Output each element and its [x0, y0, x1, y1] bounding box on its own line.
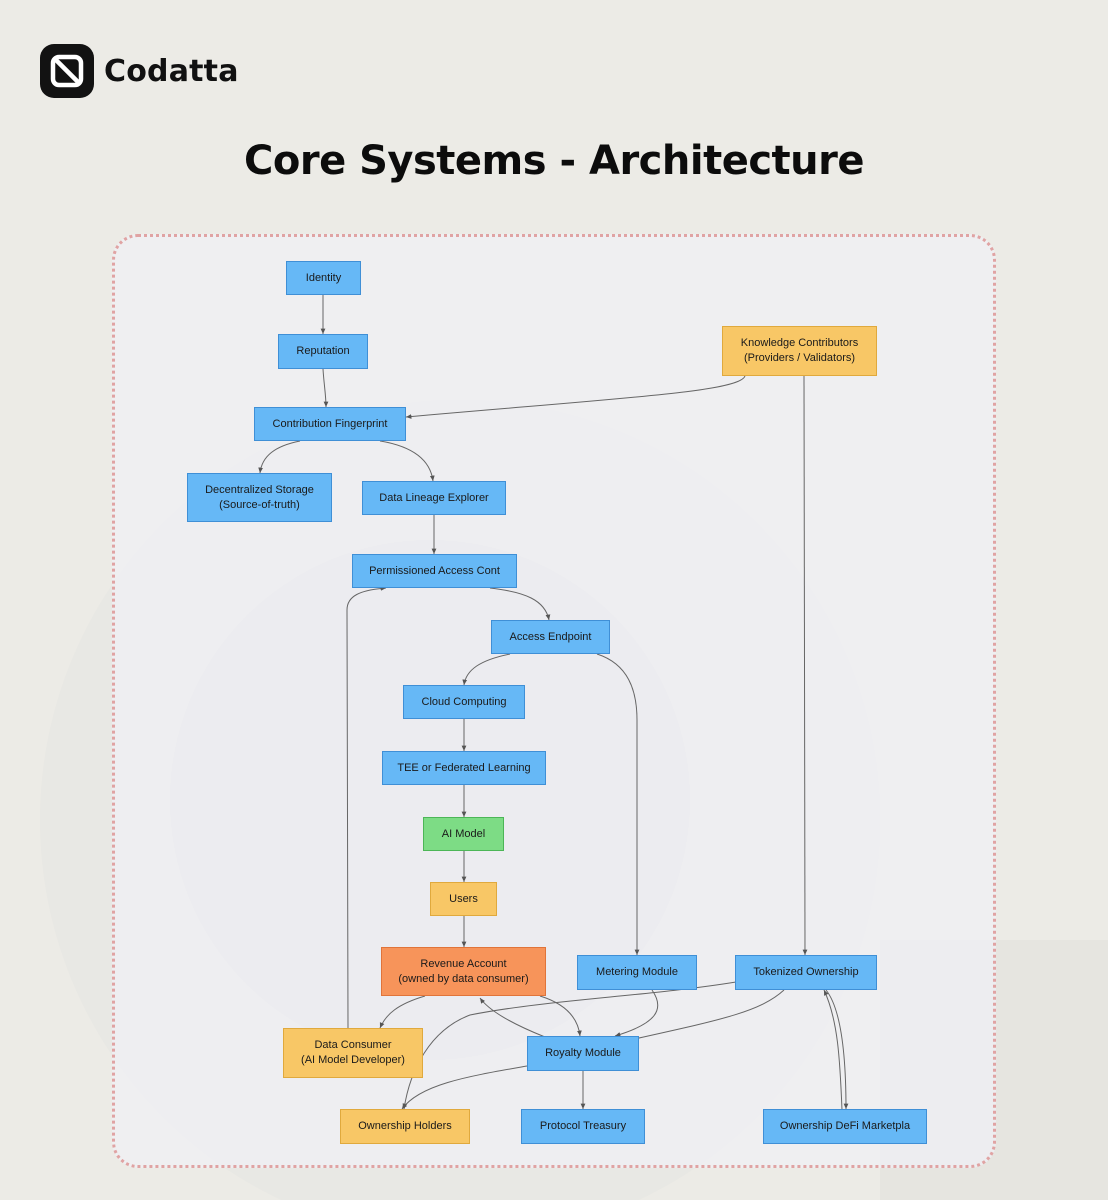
edge-defi-tokenized [823, 989, 843, 1111]
edge-metering-royalty [614, 989, 659, 1037]
edge-revenue-royalty [539, 995, 582, 1037]
brand-name: Codatta [104, 53, 239, 89]
node-permissioned-access[interactable]: Permissioned Access Cont [352, 554, 517, 588]
node-contribution-fingerprint[interactable]: Contribution Fingerprint [254, 407, 406, 441]
edge-royalty-holders [401, 1065, 528, 1110]
edge-royalty-revenue [479, 997, 546, 1038]
node-ai-model[interactable]: AI Model [423, 817, 504, 851]
node-metering-module[interactable]: Metering Module [577, 955, 697, 990]
node-users[interactable]: Users [430, 882, 497, 916]
node-identity[interactable]: Identity [286, 261, 361, 295]
edge-reputation-fingerprint [322, 368, 329, 408]
node-data-lineage-explorer[interactable]: Data Lineage Explorer [362, 481, 506, 515]
codatta-logo-icon [40, 44, 94, 98]
architecture-panel [112, 234, 996, 1168]
edge-revenue-consumer [379, 995, 426, 1029]
brand-logo[interactable]: Codatta [40, 44, 239, 98]
edge-knowledge-fingerprint [405, 375, 746, 419]
node-reputation[interactable]: Reputation [278, 334, 368, 369]
edge-tokenized-royalty [629, 989, 785, 1042]
node-access-endpoint[interactable]: Access Endpoint [491, 620, 610, 654]
node-ownership-holders[interactable]: Ownership Holders [340, 1109, 470, 1144]
edge-consumer-permissioned [346, 586, 387, 1029]
node-royalty-module[interactable]: Royalty Module [527, 1036, 639, 1071]
edge-fingerprint-storage [258, 440, 301, 474]
node-tee-federated-learning[interactable]: TEE or Federated Learning [382, 751, 546, 785]
edge-endpoint-cloud [462, 653, 511, 686]
edge-knowledge-tokenized [802, 375, 808, 956]
node-knowledge-contributors[interactable]: Knowledge Contributors (Providers / Vali… [722, 326, 877, 376]
edge-endpoint-metering [596, 653, 640, 955]
node-ownership-defi-marketplace[interactable]: Ownership DeFi Marketpla [763, 1109, 927, 1144]
node-revenue-account[interactable]: Revenue Account (owned by data consumer) [381, 947, 546, 996]
page-title: Core Systems - Architecture [244, 138, 865, 184]
node-protocol-treasury[interactable]: Protocol Treasury [521, 1109, 645, 1144]
node-tokenized-ownership[interactable]: Tokenized Ownership [735, 955, 877, 990]
node-data-consumer[interactable]: Data Consumer (AI Model Developer) [283, 1028, 423, 1078]
node-decentralized-storage[interactable]: Decentralized Storage (Source-of-truth) [187, 473, 332, 522]
edge-permissioned-endpoint [489, 587, 551, 621]
node-cloud-computing[interactable]: Cloud Computing [403, 685, 525, 719]
edge-fingerprint-lineage [379, 440, 435, 482]
edge-tokenized-defi [825, 989, 849, 1110]
